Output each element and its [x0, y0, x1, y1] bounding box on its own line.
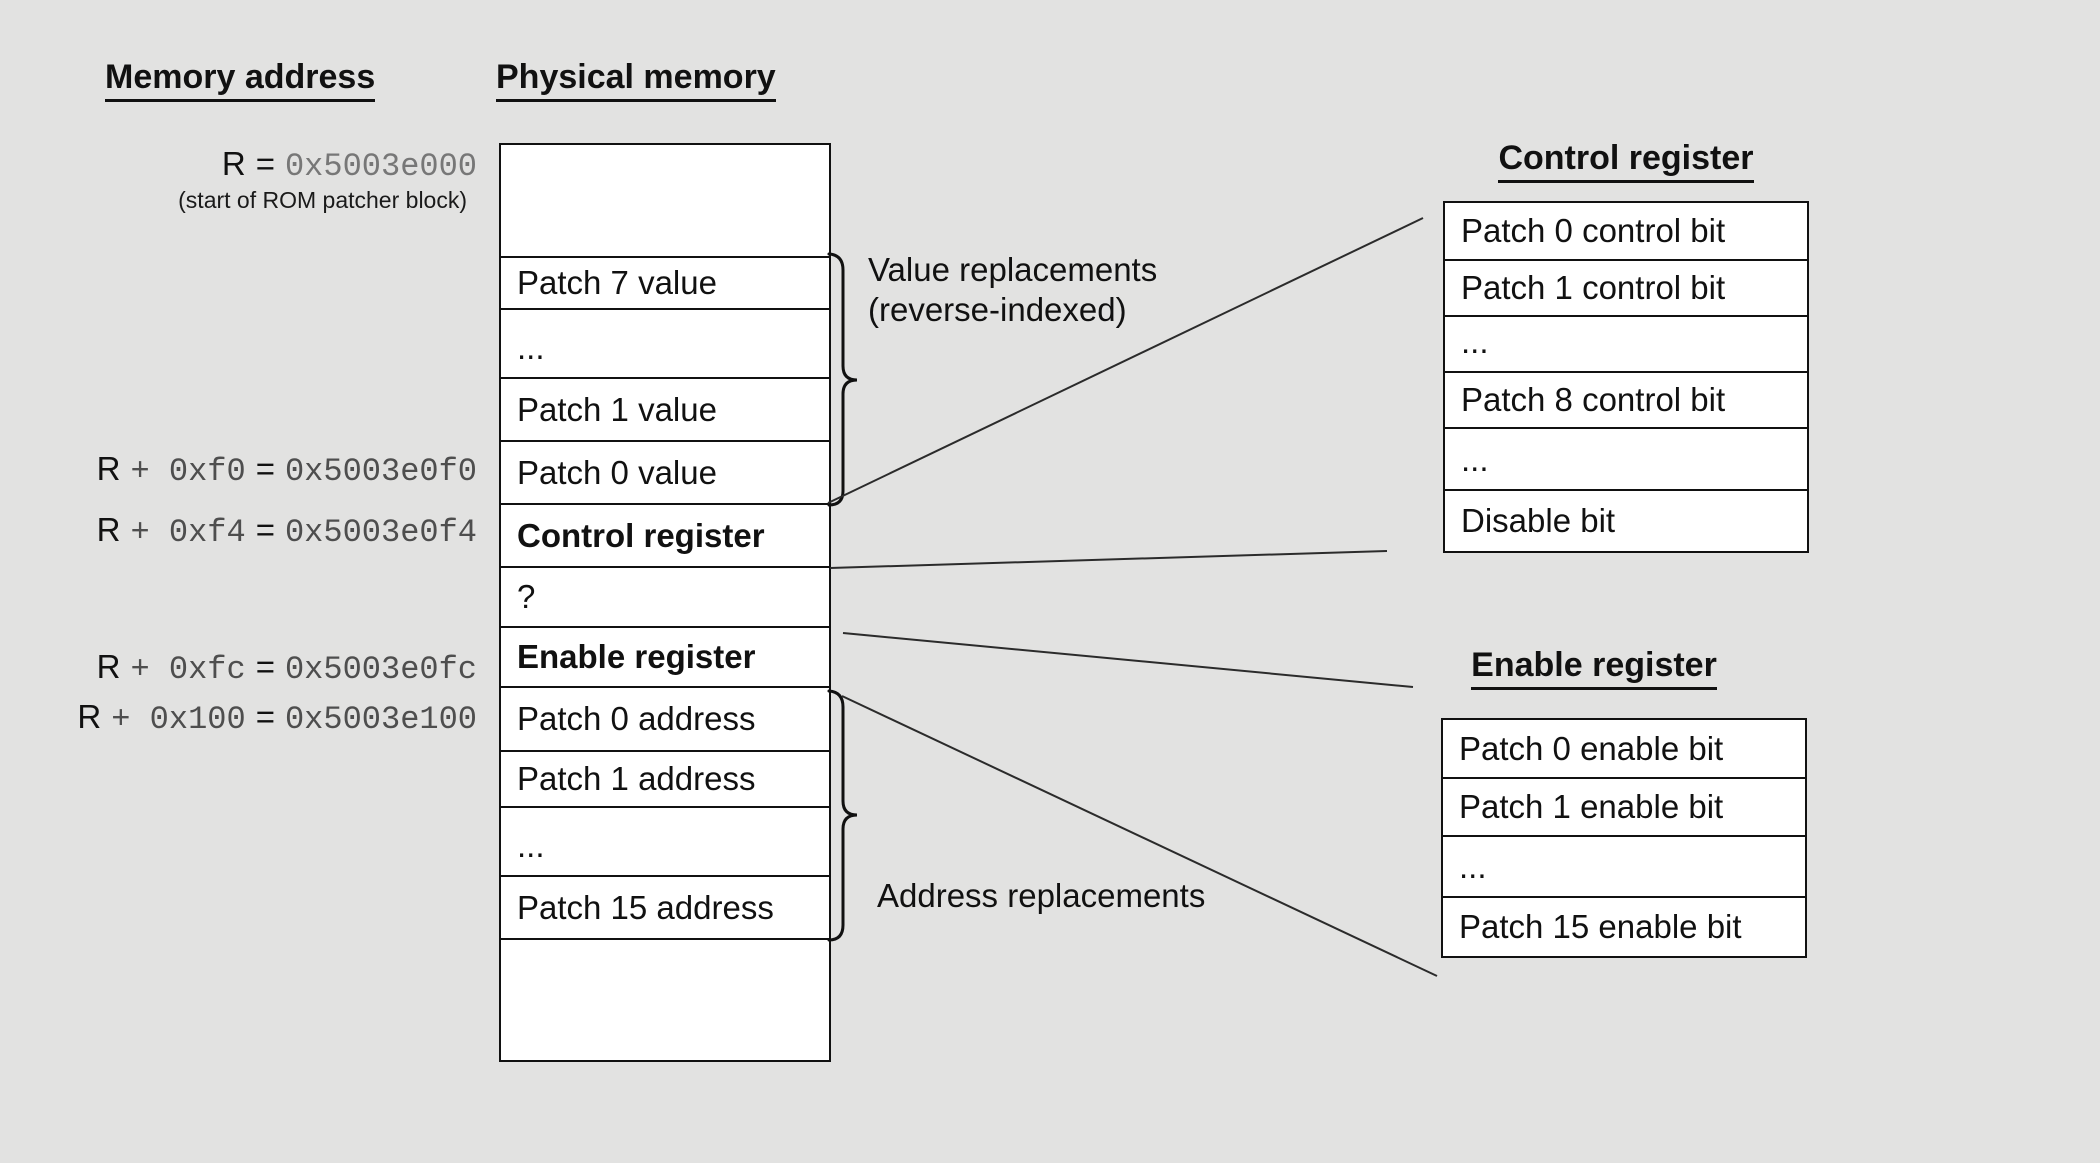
address-prefix: R	[96, 450, 121, 487]
memory-cell-enable-register: Enable register	[501, 628, 829, 688]
enable-register-table: Patch 0 enable bit Patch 1 enable bit ..…	[1441, 718, 1807, 958]
address-value: 0x5003e0f0	[284, 453, 477, 490]
address-value: 0x5003e100	[284, 701, 477, 738]
control-bit-row-ellipsis-2: ...	[1445, 429, 1807, 491]
address-prefix: R	[221, 145, 246, 182]
control-bit-row-ellipsis-1: ...	[1445, 317, 1807, 373]
connector-enable-register-to-enable-title	[842, 632, 1414, 688]
physical-memory-header-text: Physical memory	[496, 57, 776, 102]
address-label-0xfc: R + 0xfc = 0x5003e0fc	[97, 648, 477, 689]
address-equals: =	[255, 511, 275, 548]
address-prefix: R	[77, 698, 102, 735]
enable-register-title-text: Enable register	[1471, 645, 1717, 690]
enable-register-title: Enable register	[1411, 645, 1777, 690]
address-equals: =	[255, 648, 275, 685]
address-offset: + 0xfc	[130, 651, 246, 688]
memory-cell-ellipsis-addresses: ...	[501, 808, 829, 877]
control-bit-row-disable: Disable bit	[1445, 491, 1807, 551]
address-offset: + 0xf0	[130, 453, 246, 490]
address-value: 0x5003e000	[284, 148, 477, 185]
memory-cell-control-register: Control register	[501, 505, 829, 568]
memory-cell-empty-bottom	[501, 940, 829, 1060]
address-offset: + 0x100	[111, 701, 246, 738]
address-label-column: R = 0x5003e000 (start of ROM patcher blo…	[40, 0, 477, 1163]
address-label-base: R = 0x5003e000	[222, 145, 477, 186]
memory-cell-unknown: ?	[501, 568, 829, 628]
memory-cell-patch0-address: Patch 0 address	[501, 688, 829, 752]
address-label-0xf4: R + 0xf4 = 0x5003e0f4	[97, 511, 477, 552]
memory-cell-empty-top	[501, 145, 829, 258]
value-replacements-label-line2: (reverse-indexed)	[868, 291, 1127, 328]
address-note-rom-patcher-start: (start of ROM patcher block)	[178, 187, 467, 213]
address-equals: =	[255, 145, 275, 182]
address-equals: =	[255, 450, 275, 487]
connector-addresses-to-enable-table	[841, 695, 1438, 977]
control-bit-row-patch8: Patch 8 control bit	[1445, 373, 1807, 429]
control-register-title: Control register	[1443, 138, 1809, 183]
address-value: 0x5003e0f4	[284, 514, 477, 551]
memory-cell-patch15-address: Patch 15 address	[501, 877, 829, 940]
memory-cell-patch1-address: Patch 1 address	[501, 752, 829, 808]
address-prefix: R	[96, 511, 121, 548]
enable-bit-row-patch15: Patch 15 enable bit	[1443, 898, 1805, 956]
control-bit-row-patch1: Patch 1 control bit	[1445, 261, 1807, 317]
address-equals: =	[255, 698, 275, 735]
enable-bit-row-ellipsis: ...	[1443, 837, 1805, 898]
value-replacements-label-line1: Value replacements	[868, 251, 1158, 288]
memory-cell-ellipsis-values: ...	[501, 310, 829, 379]
connector-control-register-to-disable-bit	[829, 550, 1388, 569]
address-replacements-brace	[827, 689, 858, 942]
control-bit-row-patch0: Patch 0 control bit	[1445, 203, 1807, 261]
value-replacements-label: Value replacements (reverse-indexed)	[868, 250, 1157, 330]
enable-bit-row-patch0: Patch 0 enable bit	[1443, 720, 1805, 779]
control-register-table: Patch 0 control bit Patch 1 control bit …	[1443, 201, 1809, 553]
address-offset: + 0xf4	[130, 514, 246, 551]
memory-cell-patch0-value: Patch 0 value	[501, 442, 829, 505]
physical-memory-column: Patch 7 value ... Patch 1 value Patch 0 …	[499, 143, 831, 1062]
memory-address-header: Memory address	[105, 57, 376, 102]
address-replacements-label: Address replacements	[877, 877, 1206, 914]
physical-memory-header: Physical memory	[496, 57, 776, 102]
address-label-0xf0: R + 0xf0 = 0x5003e0f0	[97, 450, 477, 491]
address-prefix: R	[96, 648, 121, 685]
memory-cell-patch1-value: Patch 1 value	[501, 379, 829, 442]
value-replacements-brace	[827, 252, 858, 507]
enable-bit-row-patch1: Patch 1 enable bit	[1443, 779, 1805, 837]
address-value: 0x5003e0fc	[284, 651, 477, 688]
memory-cell-patch7-value: Patch 7 value	[501, 258, 829, 310]
address-label-0x100: R + 0x100 = 0x5003e100	[77, 698, 477, 739]
memory-address-header-text: Memory address	[105, 57, 376, 102]
control-register-title-text: Control register	[1498, 138, 1754, 183]
